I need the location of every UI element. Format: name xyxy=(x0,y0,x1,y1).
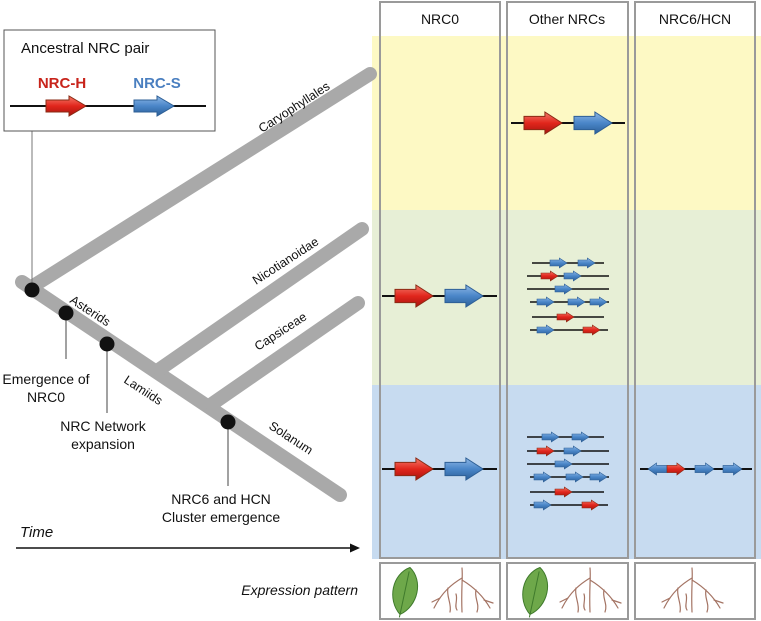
column-title-other-nrcs: Other NRCs xyxy=(529,11,605,27)
helper-arrow-icon xyxy=(45,95,87,117)
sensor-arrow-icon xyxy=(444,284,484,308)
expression-frame-other-nrcs xyxy=(506,562,629,620)
expression-icons xyxy=(392,566,724,618)
sensor-arrow-icon xyxy=(549,257,568,269)
gene-arrangements xyxy=(382,111,752,511)
helper-arrow-icon xyxy=(523,111,563,135)
helper-arrow-icon xyxy=(581,499,600,511)
event-labels: Emergence of NRC0 NRC Network expansion … xyxy=(2,371,280,525)
sensor-arrow-icon xyxy=(541,431,560,443)
helper-arrow-icon xyxy=(540,270,559,282)
branch-capsiceae xyxy=(205,296,365,411)
node-nrc6-hcn-emergence xyxy=(220,414,236,430)
sensor-arrow-icon xyxy=(565,471,584,483)
sensor-arrow-icon xyxy=(647,462,668,476)
root-icon xyxy=(431,567,494,613)
leaf-icon xyxy=(522,566,548,618)
root-icon xyxy=(661,567,724,613)
node-network-expansion xyxy=(99,336,115,352)
node-ancestral xyxy=(24,282,40,298)
phylogenetic-tree xyxy=(15,67,377,502)
column-frame-other-nrcs xyxy=(506,1,629,559)
helper-arrow-icon xyxy=(556,311,575,323)
sensor-arrow-icon xyxy=(533,471,552,483)
column-headers: NRC0 Other NRCs NRC6/HCN xyxy=(421,11,731,27)
node-nrc0-emergence xyxy=(58,305,74,321)
sensor-arrow-icon xyxy=(554,283,573,295)
sensor-arrow-icon xyxy=(573,111,613,135)
helper-arrow-icon xyxy=(666,462,686,476)
sensor-arrow-icon xyxy=(694,462,715,476)
event-nodes xyxy=(24,131,236,486)
sensor-arrow-icon xyxy=(567,296,586,308)
legend-sensor-label: NRC-S xyxy=(133,75,181,92)
branch-trunk xyxy=(15,275,347,502)
sensor-arrow-icon xyxy=(536,296,555,308)
leaf-icon xyxy=(392,566,418,618)
expression-frame-nrc6-hcn xyxy=(634,562,756,620)
ancestral-pair-legend: Ancestral NRC pair NRC-H NRC-S xyxy=(3,29,216,132)
sensor-arrow-icon xyxy=(533,499,552,511)
time-axis: Time xyxy=(16,524,360,553)
sensor-arrow-icon xyxy=(536,324,555,336)
legend-box xyxy=(3,29,216,132)
helper-arrow-icon xyxy=(394,457,434,481)
expression-pattern-label: Expression pattern xyxy=(241,582,358,598)
event-label-expansion-line1: NRC Network xyxy=(60,418,147,434)
helper-arrow-icon xyxy=(582,324,601,336)
sensor-arrow-icon xyxy=(563,445,582,457)
event-label-nrc0-line1: Emergence of xyxy=(2,371,89,387)
column-frames xyxy=(379,1,756,559)
legend-arrows xyxy=(45,95,175,117)
expression-row: Expression pattern xyxy=(241,562,756,620)
event-label-nrc6-hcn-line1: NRC6 and HCN xyxy=(171,491,271,507)
root-icon xyxy=(559,567,622,613)
column-title-nrc6-hcn: NRC6/HCN xyxy=(659,11,731,27)
sensor-arrow-icon xyxy=(563,270,582,282)
time-label: Time xyxy=(20,524,53,541)
sensor-arrow-icon xyxy=(133,95,175,117)
column-frame-nrc0 xyxy=(379,1,501,559)
helper-arrow-icon xyxy=(394,284,434,308)
sensor-arrow-icon xyxy=(589,471,608,483)
sensor-arrow-icon xyxy=(571,431,590,443)
sensor-arrow-icon xyxy=(589,296,608,308)
helper-arrow-icon xyxy=(554,486,573,498)
time-arrow-head xyxy=(350,543,360,553)
sensor-arrow-icon xyxy=(722,462,743,476)
event-label-nrc0-line2: NRC0 xyxy=(27,389,65,405)
legend-title: Ancestral NRC pair xyxy=(21,40,149,57)
column-frame-nrc6-hcn xyxy=(634,1,756,559)
event-label-expansion-line2: expansion xyxy=(71,436,135,452)
sensor-arrow-icon xyxy=(554,458,573,470)
column-title-nrc0: NRC0 xyxy=(421,11,459,27)
sensor-arrow-icon xyxy=(577,257,596,269)
band-asterids xyxy=(372,210,761,385)
legend-helper-label: NRC-H xyxy=(38,75,86,92)
helper-arrow-icon xyxy=(536,445,555,457)
branch-caryophyllales xyxy=(23,67,377,295)
expression-frame-nrc0 xyxy=(379,562,501,620)
branch-nicotianoidae xyxy=(153,222,369,376)
event-label-nrc6-hcn-line2: Cluster emergence xyxy=(162,509,280,525)
sensor-arrow-icon xyxy=(444,457,484,481)
